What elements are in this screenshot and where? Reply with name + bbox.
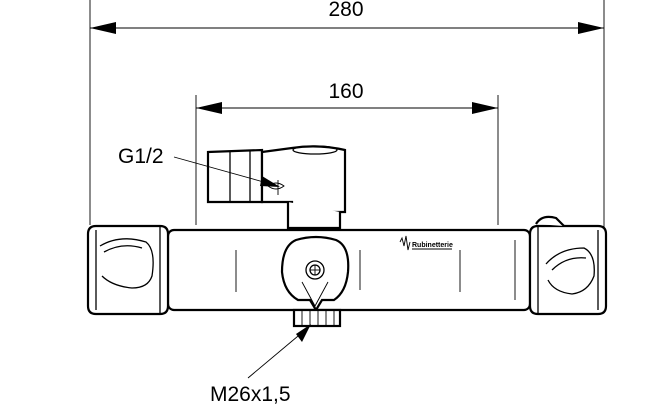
dimension-inlet-spacing: 160 <box>195 80 499 225</box>
inlet-connector <box>206 145 347 230</box>
brand-mark: Rubinetterie <box>412 242 453 249</box>
callout-outlet-thread-label: M26x1,5 <box>210 383 291 406</box>
left-handle <box>86 224 170 316</box>
dimension-overall-label: 280 <box>328 0 363 21</box>
brand-logo: Rubinetterie <box>399 235 453 251</box>
dimension-overall: 280 <box>89 0 605 232</box>
callout-outlet-thread: M26x1,5 <box>210 324 311 406</box>
dimension-inlet-spacing-label: 160 <box>328 80 363 103</box>
callout-inlet-thread-label: G1/2 <box>118 145 164 168</box>
right-handle <box>528 215 608 316</box>
outlet-thread <box>292 308 342 328</box>
central-knob <box>280 235 350 313</box>
callout-inlet-thread: G1/2 <box>118 145 280 187</box>
